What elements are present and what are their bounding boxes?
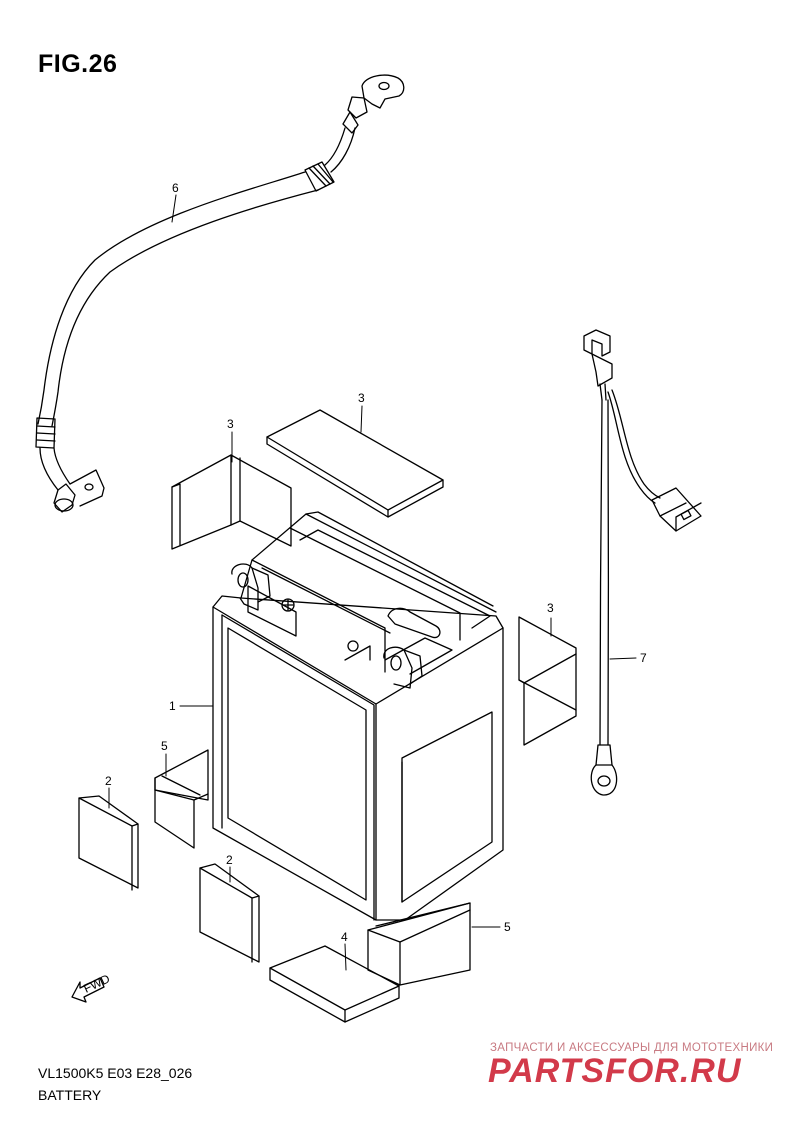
leader-line-3a	[360, 405, 363, 433]
pad-top-flat	[266, 409, 444, 518]
fwd-label: FWD	[81, 971, 112, 995]
callout-5a: 5	[161, 739, 168, 753]
leader-line-7	[609, 657, 637, 660]
callout-3c: 3	[547, 601, 554, 615]
callout-3b: 3	[227, 417, 234, 431]
callout-2a: 2	[105, 774, 112, 788]
leader-line-6	[171, 194, 177, 223]
callout-2b: 2	[226, 853, 233, 867]
battery-cable-short	[583, 329, 702, 796]
callout-6: 6	[172, 181, 179, 195]
pad-square-left	[78, 795, 139, 891]
pad-angle-right	[518, 616, 577, 746]
pad-angle-small-left	[154, 749, 209, 849]
leader-line-4	[344, 943, 347, 971]
battery	[212, 511, 504, 921]
battery-cable-long	[35, 74, 405, 513]
figure-title: FIG.26	[38, 50, 118, 78]
callout-7: 7	[640, 651, 647, 665]
callout-4: 4	[341, 930, 348, 944]
watermark-tagline: ЗАПЧАСТИ И АКСЕССУАРЫ ДЛЯ МОТОТЕХНИКИ	[490, 1042, 774, 1054]
pad-bottom-flat	[269, 945, 400, 1023]
callout-3a: 3	[358, 391, 365, 405]
fwd-arrow-icon: FWD	[71, 971, 112, 1003]
pad-angle-left	[171, 454, 292, 550]
callout-5b: 5	[504, 920, 511, 934]
drawing-name: BATTERY	[38, 1087, 102, 1103]
pad-angle-small-right	[367, 902, 471, 986]
callout-1: 1	[169, 699, 176, 713]
pad-square-lower	[199, 863, 260, 963]
watermark-logo: PARTSFOR.RU	[488, 1052, 742, 1090]
drawing-code: VL1500K5 E03 E28_026	[38, 1065, 193, 1081]
